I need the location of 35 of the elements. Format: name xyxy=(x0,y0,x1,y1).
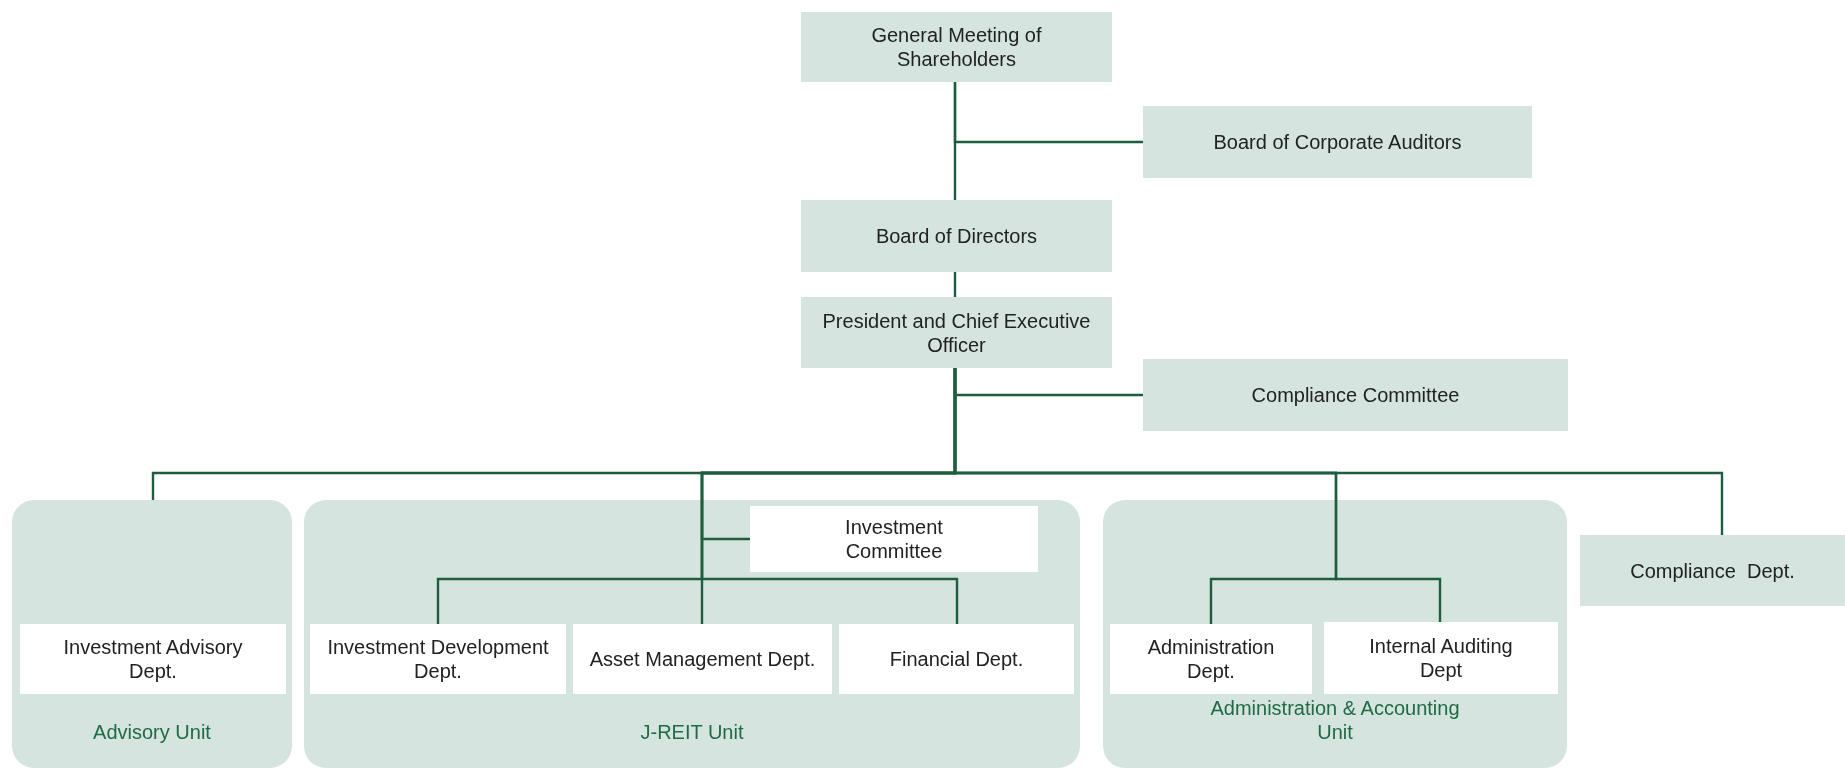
connector-line xyxy=(953,272,957,297)
org-box xyxy=(1580,535,1845,606)
connector-line xyxy=(953,368,1724,535)
unit-panel xyxy=(304,500,1080,768)
unit-label: Advisory Unit xyxy=(92,720,212,744)
box-label: General Meeting of Shareholders xyxy=(870,23,1043,71)
unit-label: Administration & Accounting Unit xyxy=(1209,696,1461,744)
box-label: Financial Dept. xyxy=(888,647,1025,671)
department-box xyxy=(750,506,1038,572)
department-box xyxy=(839,624,1074,694)
box-label: President and Chief Executive Officer xyxy=(821,308,1092,357)
unit-label: J-REIT Unit xyxy=(639,720,745,744)
unit-panel xyxy=(12,500,292,768)
department-box xyxy=(1110,624,1312,694)
department-box xyxy=(573,624,832,694)
box-label: Investment Committee xyxy=(844,515,944,563)
box-label: Compliance Committee xyxy=(1250,383,1461,407)
org-box xyxy=(801,297,1112,368)
department-box xyxy=(20,624,286,694)
box-label: Asset Management Dept. xyxy=(588,647,817,671)
unit-panel xyxy=(1103,500,1567,768)
box-label: Investment Development Dept. xyxy=(326,635,550,683)
box-label: Board of Corporate Auditors xyxy=(1212,130,1463,154)
box-label: Board of Directors xyxy=(874,224,1039,248)
box-label: Administration Dept. xyxy=(1146,635,1276,683)
org-box xyxy=(801,12,1112,82)
box-label: Internal Auditing Dept xyxy=(1368,634,1514,682)
department-box xyxy=(1324,622,1558,694)
box-label: Compliance Dept. xyxy=(1629,558,1796,583)
department-box xyxy=(310,624,566,694)
org-box xyxy=(1143,106,1532,178)
box-label: Investment Advisory Dept. xyxy=(62,635,244,683)
org-box xyxy=(1143,359,1568,431)
org-box xyxy=(801,200,1112,272)
connector-line xyxy=(953,82,957,200)
